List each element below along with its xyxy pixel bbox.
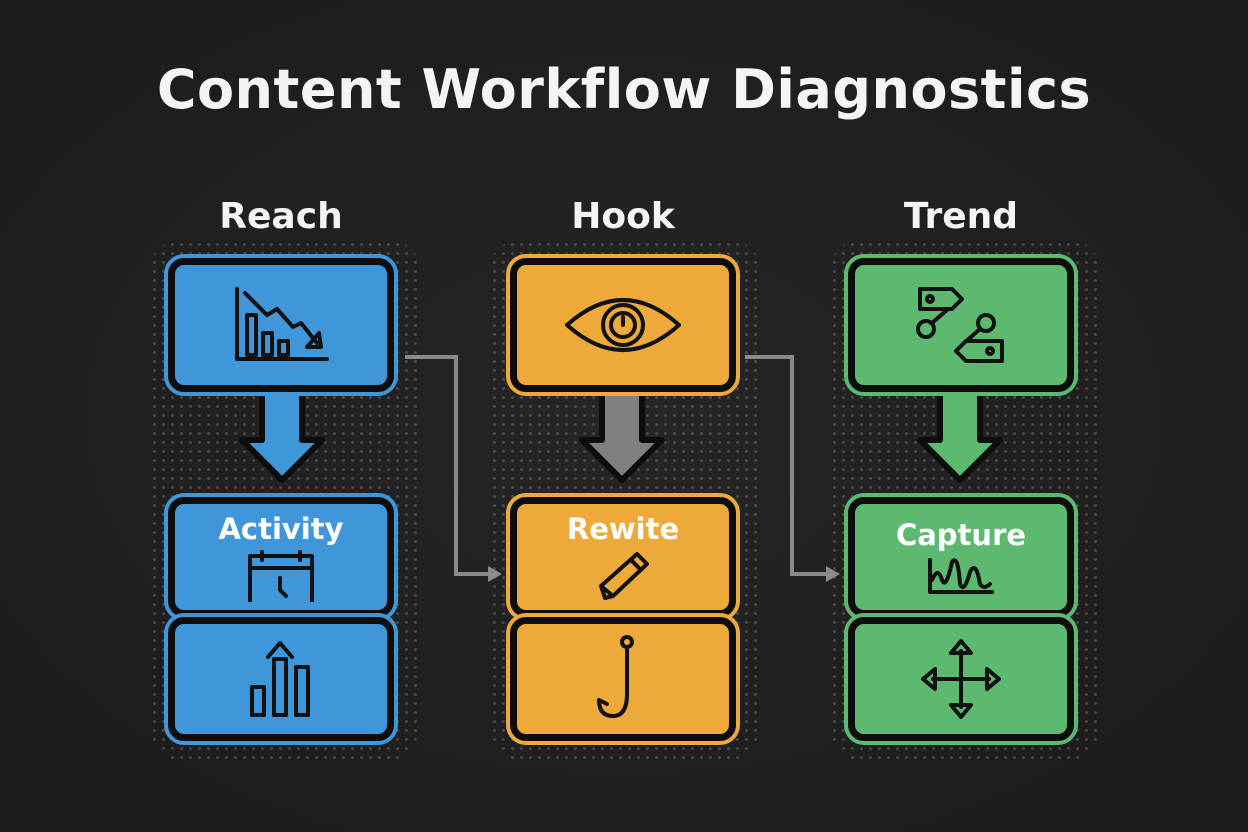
- reach-top-box[interactable]: [168, 258, 394, 392]
- diagram-title: Content Workflow Diagnostics: [156, 58, 1092, 121]
- trend-stage-box[interactable]: Capture: [848, 497, 1074, 617]
- column-label-trend: Trend: [903, 196, 1019, 237]
- stage-label-capture: Capture: [895, 518, 1027, 552]
- move-arrows-icon: [921, 639, 1001, 719]
- hook-bottom-box[interactable]: [510, 617, 736, 741]
- growth-bars-icon: [250, 641, 310, 717]
- eye-icon: [565, 298, 681, 352]
- down-arrow-hook: [579, 389, 665, 483]
- reach-bottom-box[interactable]: [168, 617, 394, 741]
- stage-label-rewite: Rewite: [566, 512, 680, 546]
- stage-label-activity: Activity: [218, 512, 344, 546]
- trend-bottom-box[interactable]: [848, 617, 1074, 741]
- column-label-hook: Hook: [571, 196, 675, 237]
- connector-hook-to-trend: [745, 355, 828, 576]
- down-arrow-trend: [917, 389, 1003, 483]
- column-label-reach: Reach: [219, 196, 343, 237]
- connector-arrowhead: [826, 566, 840, 582]
- connector-arrowhead: [488, 566, 502, 582]
- trend-top-box[interactable]: [848, 258, 1074, 392]
- pencil-icon: [599, 552, 649, 600]
- hook-icon: [597, 635, 634, 718]
- tags-connect-icon: [916, 287, 1004, 363]
- calendar-clock-icon: [248, 550, 314, 602]
- reach-stage-box[interactable]: Activity: [168, 497, 394, 617]
- wave-chart-icon: [928, 558, 994, 594]
- declining-chart-icon: [235, 287, 329, 361]
- hook-top-box[interactable]: [510, 258, 736, 392]
- hook-stage-box[interactable]: Rewite: [510, 497, 736, 617]
- down-arrow-reach: [239, 389, 325, 483]
- connector-reach-to-hook: [405, 355, 490, 576]
